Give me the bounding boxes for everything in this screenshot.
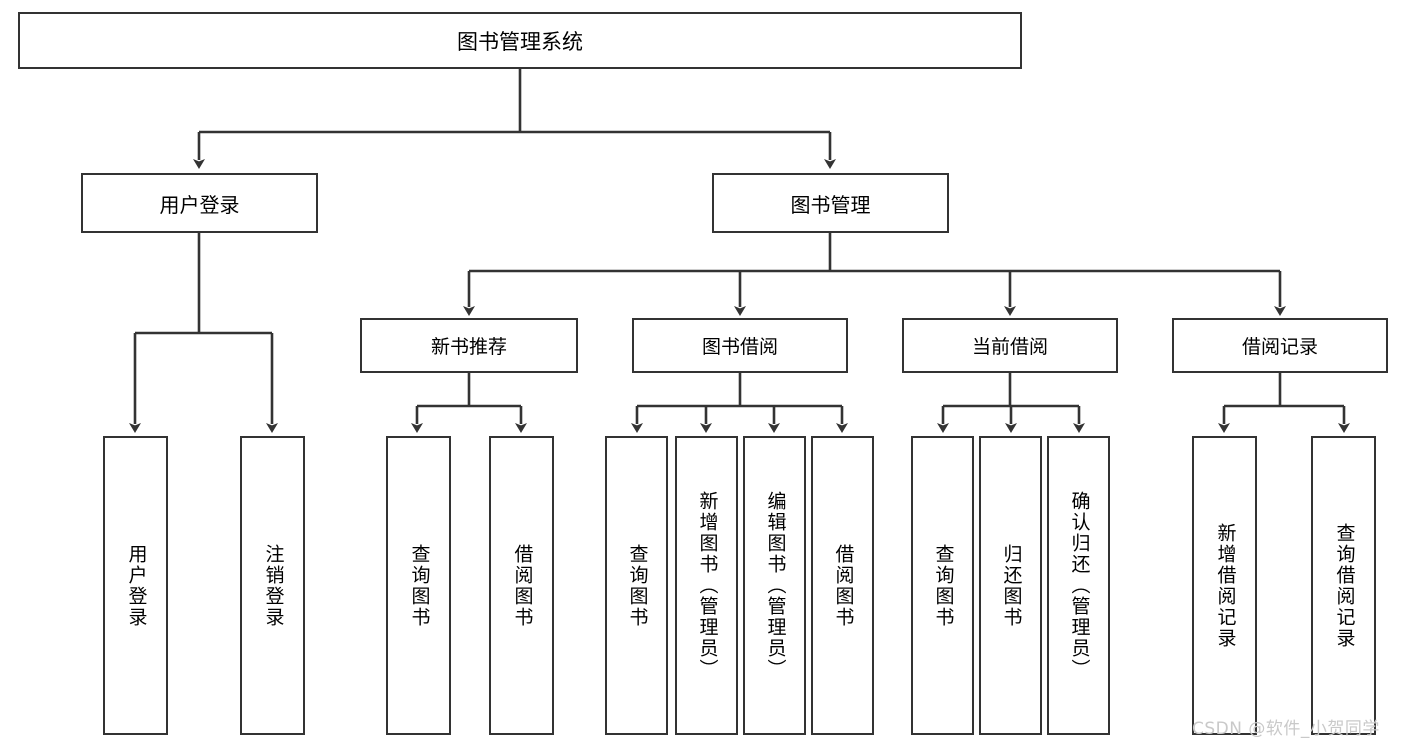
node-label: 图书管理系统 <box>457 29 583 54</box>
node-label: 新增图书（管理员） <box>696 491 719 680</box>
node-label: 借阅记录 <box>1241 336 1318 358</box>
leaf-user-login[interactable]: 用户登录 <box>103 436 168 735</box>
node-label: 用户登录 <box>125 543 148 628</box>
leaf-edit-book-admin[interactable]: 编辑图书（管理员） <box>743 436 806 735</box>
leaf-borrow-books-recommend[interactable]: 借阅图书 <box>489 436 554 735</box>
leaf-query-books-current[interactable]: 查询图书 <box>911 436 974 735</box>
node-label: 查询图书 <box>408 543 431 628</box>
node-borrow-records[interactable]: 借阅记录 <box>1172 318 1388 373</box>
leaf-borrow-books[interactable]: 借阅图书 <box>811 436 874 735</box>
leaf-query-borrow-record[interactable]: 查询借阅记录 <box>1311 436 1376 735</box>
node-label: 用户登录 <box>159 192 240 217</box>
node-label: 借阅图书 <box>832 543 855 628</box>
node-label: 查询图书 <box>626 543 649 628</box>
node-label: 查询图书 <box>932 543 955 628</box>
node-book-management[interactable]: 图书管理 <box>712 173 949 233</box>
node-label: 新书推荐 <box>430 336 507 358</box>
leaf-confirm-return-admin[interactable]: 确认归还（管理员） <box>1047 436 1110 735</box>
node-current-borrow[interactable]: 当前借阅 <box>902 318 1118 373</box>
node-label: 查询借阅记录 <box>1333 522 1356 649</box>
leaf-add-borrow-record[interactable]: 新增借阅记录 <box>1192 436 1257 735</box>
leaf-query-books-borrow[interactable]: 查询图书 <box>605 436 668 735</box>
node-library-management-system[interactable]: 图书管理系统 <box>18 12 1022 69</box>
node-user-login[interactable]: 用户登录 <box>81 173 318 233</box>
csdn-watermark: CSDN @软件_小贺同学 <box>1192 719 1380 739</box>
node-label: 新增借阅记录 <box>1214 522 1237 649</box>
node-new-book-recommend[interactable]: 新书推荐 <box>360 318 578 373</box>
node-book-borrow[interactable]: 图书借阅 <box>632 318 848 373</box>
node-label: 确认归还（管理员） <box>1068 491 1091 680</box>
node-label: 编辑图书（管理员） <box>764 491 787 680</box>
node-label: 当前借阅 <box>971 336 1048 358</box>
node-label: 图书管理 <box>790 192 871 217</box>
leaf-return-books[interactable]: 归还图书 <box>979 436 1042 735</box>
node-label: 归还图书 <box>1000 543 1023 628</box>
node-label: 图书借阅 <box>701 336 778 358</box>
node-label: 借阅图书 <box>511 543 534 628</box>
node-label: 注销登录 <box>262 543 285 628</box>
leaf-query-books-recommend[interactable]: 查询图书 <box>386 436 451 735</box>
leaf-add-book-admin[interactable]: 新增图书（管理员） <box>675 436 738 735</box>
leaf-logout[interactable]: 注销登录 <box>240 436 305 735</box>
